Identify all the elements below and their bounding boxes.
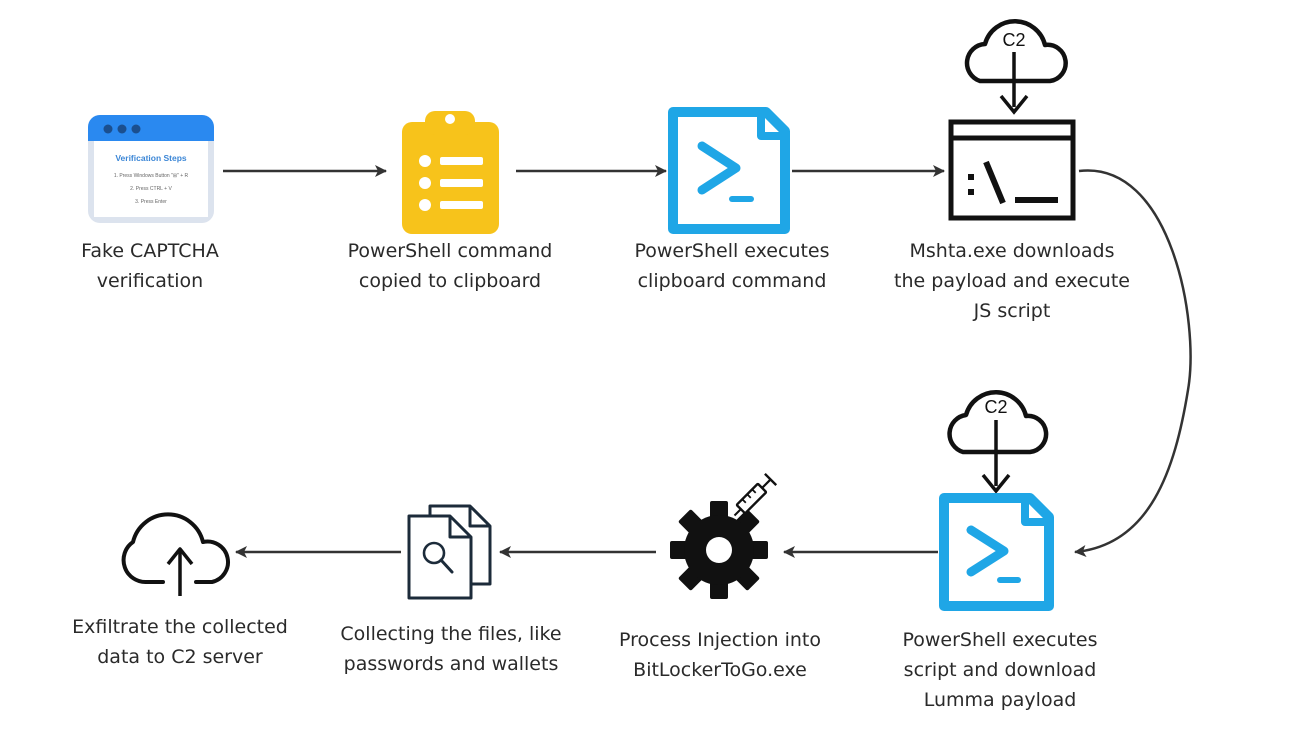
- cloud-download-arrow: [981, 420, 1011, 494]
- caption-ps-exec-clipboard: PowerShell executes clipboard command: [634, 240, 830, 292]
- captcha-title: Verification Steps: [115, 153, 187, 163]
- c2-label: C2: [1002, 30, 1025, 50]
- caption-collecting: Collecting the files, like passwords and…: [340, 623, 562, 675]
- caption-exfiltrate: Exfiltrate the collected data to C2 serv…: [72, 616, 288, 668]
- terminal-icon: [948, 119, 1076, 221]
- documents-search-icon: [407, 504, 492, 600]
- browser-window-icon: Verification Steps 1. Press Windows Butt…: [88, 115, 214, 223]
- captcha-step-1: 1. Press Windows Button "⊞" + R: [114, 173, 189, 179]
- caption-fake-captcha: Fake CAPTCHA verification: [81, 240, 219, 292]
- cloud-upload-icon: [121, 512, 230, 596]
- powershell-icon: [668, 107, 790, 234]
- flow-arrows: [223, 165, 1192, 558]
- powershell-icon: [939, 493, 1054, 611]
- clipboard-icon: [402, 111, 499, 234]
- c2-label: C2: [984, 397, 1007, 417]
- captcha-step-3: 3. Press Enter: [135, 199, 167, 205]
- cloud-icon: C2: [964, 19, 1068, 84]
- syringe-icon: [733, 472, 778, 517]
- caption-process-injection: Process Injection into BitLockerToGo.exe: [618, 629, 821, 681]
- arrow-mshta-to-powershell: [1074, 169, 1192, 557]
- gear-icon: [670, 501, 768, 599]
- caption-mshta: Mshta.exe downloads the payload and exec…: [894, 240, 1130, 322]
- cloud-download-arrow: [999, 52, 1029, 115]
- captcha-step-2: 2. Press CTRL + V: [130, 186, 172, 192]
- caption-clipboard: PowerShell command copied to clipboard: [347, 240, 553, 292]
- cloud-icon: C2: [947, 390, 1049, 455]
- caption-ps-exec-script: PowerShell executes script and download …: [902, 629, 1098, 711]
